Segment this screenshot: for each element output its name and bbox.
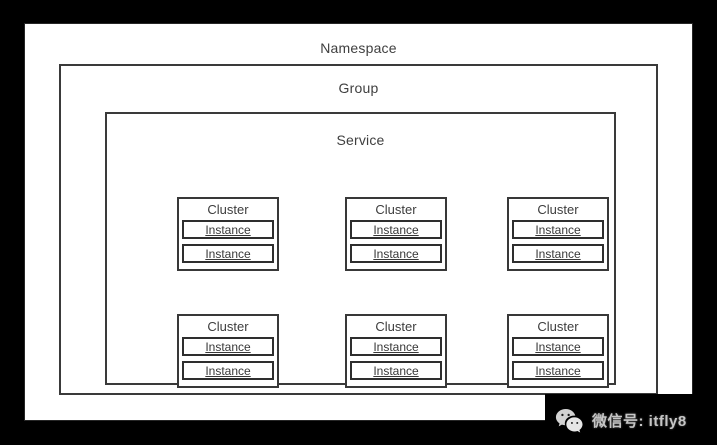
instance-label: Instance	[535, 247, 581, 261]
cluster-title: Cluster	[537, 319, 579, 334]
cluster-title: Cluster	[207, 202, 249, 217]
instance-label: Instance	[373, 247, 419, 261]
cluster-box: Cluster Instance Instance	[177, 197, 279, 271]
instance-box: Instance	[512, 361, 604, 380]
cluster-title: Cluster	[375, 202, 417, 217]
group-label: Group	[338, 80, 379, 96]
watermark: 微信号: itfly8	[545, 394, 717, 445]
instance-box: Instance	[350, 337, 442, 356]
instance-label: Instance	[205, 223, 251, 237]
instance-box: Instance	[350, 361, 442, 380]
group-box: Group Service Cluster Instance Instance …	[59, 64, 658, 395]
service-box: Service Cluster Instance Instance Cluste…	[105, 112, 616, 388]
service-label: Service	[336, 132, 385, 148]
instance-label: Instance	[535, 223, 581, 237]
instance-label: Instance	[205, 364, 251, 378]
wechat-icon	[555, 408, 583, 432]
watermark-text: 微信号: itfly8	[592, 413, 687, 430]
instance-label: Instance	[535, 364, 581, 378]
instance-label: Instance	[205, 247, 251, 261]
instance-box: Instance	[512, 220, 604, 239]
instance-label: Instance	[373, 364, 419, 378]
instance-box: Instance	[182, 361, 274, 380]
instance-box: Instance	[512, 244, 604, 263]
instance-box: Instance	[182, 244, 274, 263]
instance-label: Instance	[373, 340, 419, 354]
instance-label: Instance	[373, 223, 419, 237]
cluster-box: Cluster Instance Instance	[177, 314, 279, 388]
instance-box: Instance	[182, 220, 274, 239]
instance-label: Instance	[535, 340, 581, 354]
namespace-box: Namespace Group Service Cluster Instance…	[24, 23, 693, 421]
cluster-box: Cluster Instance Instance	[507, 197, 609, 271]
cluster-title: Cluster	[537, 202, 579, 217]
instance-box: Instance	[350, 220, 442, 239]
cluster-title: Cluster	[207, 319, 249, 334]
namespace-label: Namespace	[320, 40, 397, 56]
cluster-box: Cluster Instance Instance	[507, 314, 609, 388]
instance-box: Instance	[512, 337, 604, 356]
instance-box: Instance	[350, 244, 442, 263]
cluster-box: Cluster Instance Instance	[345, 314, 447, 388]
instance-label: Instance	[205, 340, 251, 354]
cluster-box: Cluster Instance Instance	[345, 197, 447, 271]
instance-box: Instance	[182, 337, 274, 356]
cluster-title: Cluster	[375, 319, 417, 334]
